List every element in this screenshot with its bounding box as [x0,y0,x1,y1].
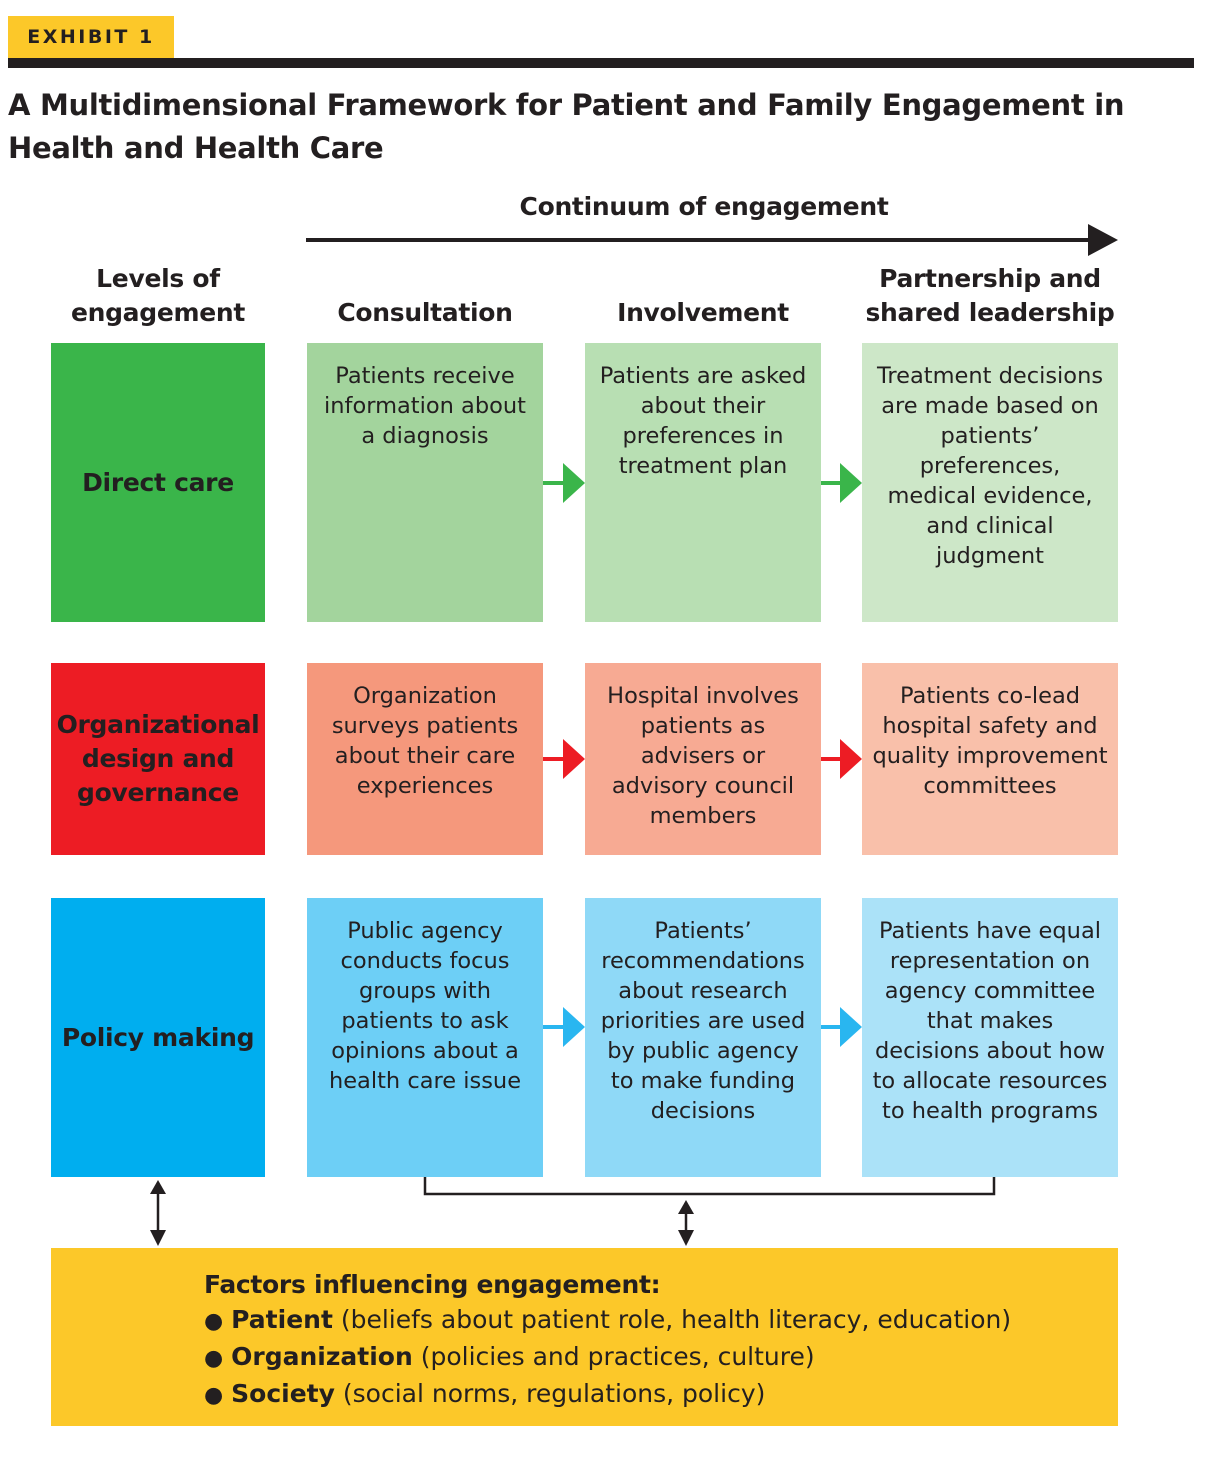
cell-policy-consultation: Public agency conducts focus groups with… [307,898,543,1177]
factor-item-organization: ● Organization (policies and practices, … [204,1339,1118,1376]
cell-direct-care-partnership: Treatment decisions are made based on pa… [862,343,1118,622]
cell-policy-involvement: Patients’ recommendations about research… [585,898,821,1177]
cell-organizational-involvement: Hospital involves patients as advisers o… [585,663,821,855]
cell-policy-partnership: Patients have equal representation on ag… [862,898,1118,1177]
row-arrow-head [563,739,585,779]
factors-connectors [150,1177,996,1246]
level-organizational-design: Organizational design and governance [51,663,265,855]
bullet-icon: ● [204,1309,224,1334]
row-arrow-head [563,1007,585,1047]
factors-box: Factors influencing engagement: ● Patien… [51,1248,1118,1426]
level-direct-care: Direct care [51,343,265,622]
factor-detail: (policies and practices, culture) [420,1342,815,1371]
factor-name: Organization [231,1342,413,1371]
row-arrow-head [840,463,862,503]
factor-name: Society [231,1379,335,1408]
cell-organizational-partnership: Patients co-lead hospital safety and qua… [862,663,1118,855]
row-arrows [543,463,862,1047]
exhibit-label: EXHIBIT 1 [8,16,174,58]
column-header-involvement: Involvement [617,298,789,327]
levels-header: Levels of engagement [70,264,246,327]
continuum-label: Continuum of engagement [519,192,889,221]
bullet-icon: ● [204,1383,224,1408]
row-arrow-head [840,739,862,779]
bullet-icon: ● [204,1346,224,1371]
factor-name: Patient [231,1305,333,1334]
row-arrow-head [840,1007,862,1047]
factor-detail: (beliefs about patient role, health lite… [340,1305,1012,1334]
row-arrow-head [563,463,585,503]
level-policy-making: Policy making [51,898,265,1177]
title-rule [8,58,1194,68]
factor-detail: (social norms, regulations, policy) [342,1379,766,1408]
continuum-arrow [306,224,1118,256]
figure-title: A Multidimensional Framework for Patient… [8,88,1125,165]
factor-item-society: ● Society (social norms, regulations, po… [204,1376,1118,1413]
cell-direct-care-involvement: Patients are asked about their preferenc… [585,343,821,622]
column-header-consultation: Consultation [337,298,513,327]
factors-title: Factors influencing engagement: [204,1270,661,1299]
factor-item-patient: ● Patient (beliefs about patient role, h… [204,1302,1118,1339]
column-header-partnership: Partnership and shared leadership [865,264,1115,327]
cell-organizational-consultation: Organization surveys patients about thei… [307,663,543,855]
cell-direct-care-consultation: Patients receive information about a dia… [307,343,543,622]
